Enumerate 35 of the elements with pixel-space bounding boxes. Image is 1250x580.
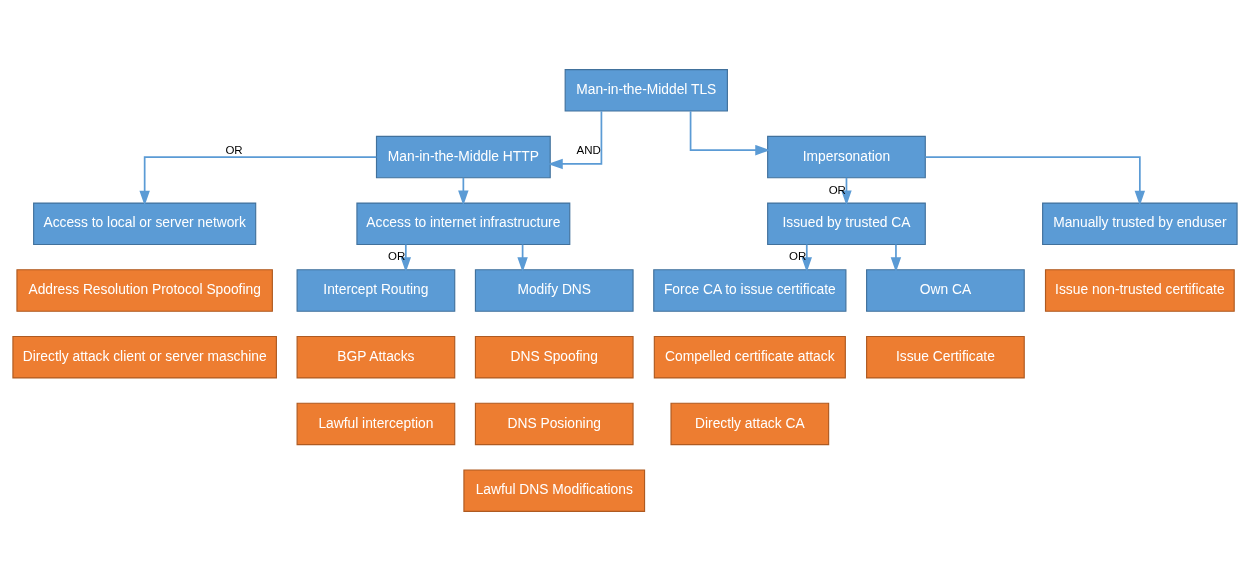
node-box: DNS Posioning [474,402,634,445]
node-box: Intercept Routing [296,268,456,312]
node-box: Access to internet infrastructure [356,202,571,245]
node-box: Issue non-trusted certificate [1044,268,1235,312]
node-box: Force CA to issue certificate [653,268,847,312]
node-box: Man-in-the-Middel TLS [564,68,728,112]
node-box: Lawful interception [296,402,456,445]
edge-label: OR [388,249,406,262]
node-box: BGP Attacks [296,335,456,378]
node-box: Compelled certificate attack [653,335,846,378]
node-box: Directly attack CA [670,402,830,445]
node-box: DNS Spoofing [474,335,634,378]
edge-label: AND [576,143,601,156]
node-box: Lawful DNS Modifications [463,468,646,512]
arrow [801,243,813,272]
arrow [547,109,603,169]
edge-label: OR [788,249,807,262]
arrow [890,243,902,272]
arrow [689,109,771,155]
node-box: Address Resolution Protocol Spoofing [16,268,273,312]
node-box: Own CA [866,268,1025,312]
node-box: Issued by trusted CA [767,202,926,245]
arrow [458,176,469,205]
node-box: Directly attack client or server maschine [12,335,277,378]
node-box: Manually trusted by enduser [1042,202,1238,245]
node-box: Impersonation [767,135,926,178]
node-box: Issue Certificate [866,335,1025,378]
edge-label: OR [225,143,243,156]
edge-label: OR [828,183,846,196]
arrow [139,155,378,206]
node-box: Access to local or server network [33,202,257,245]
node-box: Man-in-the-Middle HTTP [375,135,551,178]
arrow [924,155,1146,206]
arrow [400,243,412,272]
node-box: Modify DNS [474,268,634,312]
